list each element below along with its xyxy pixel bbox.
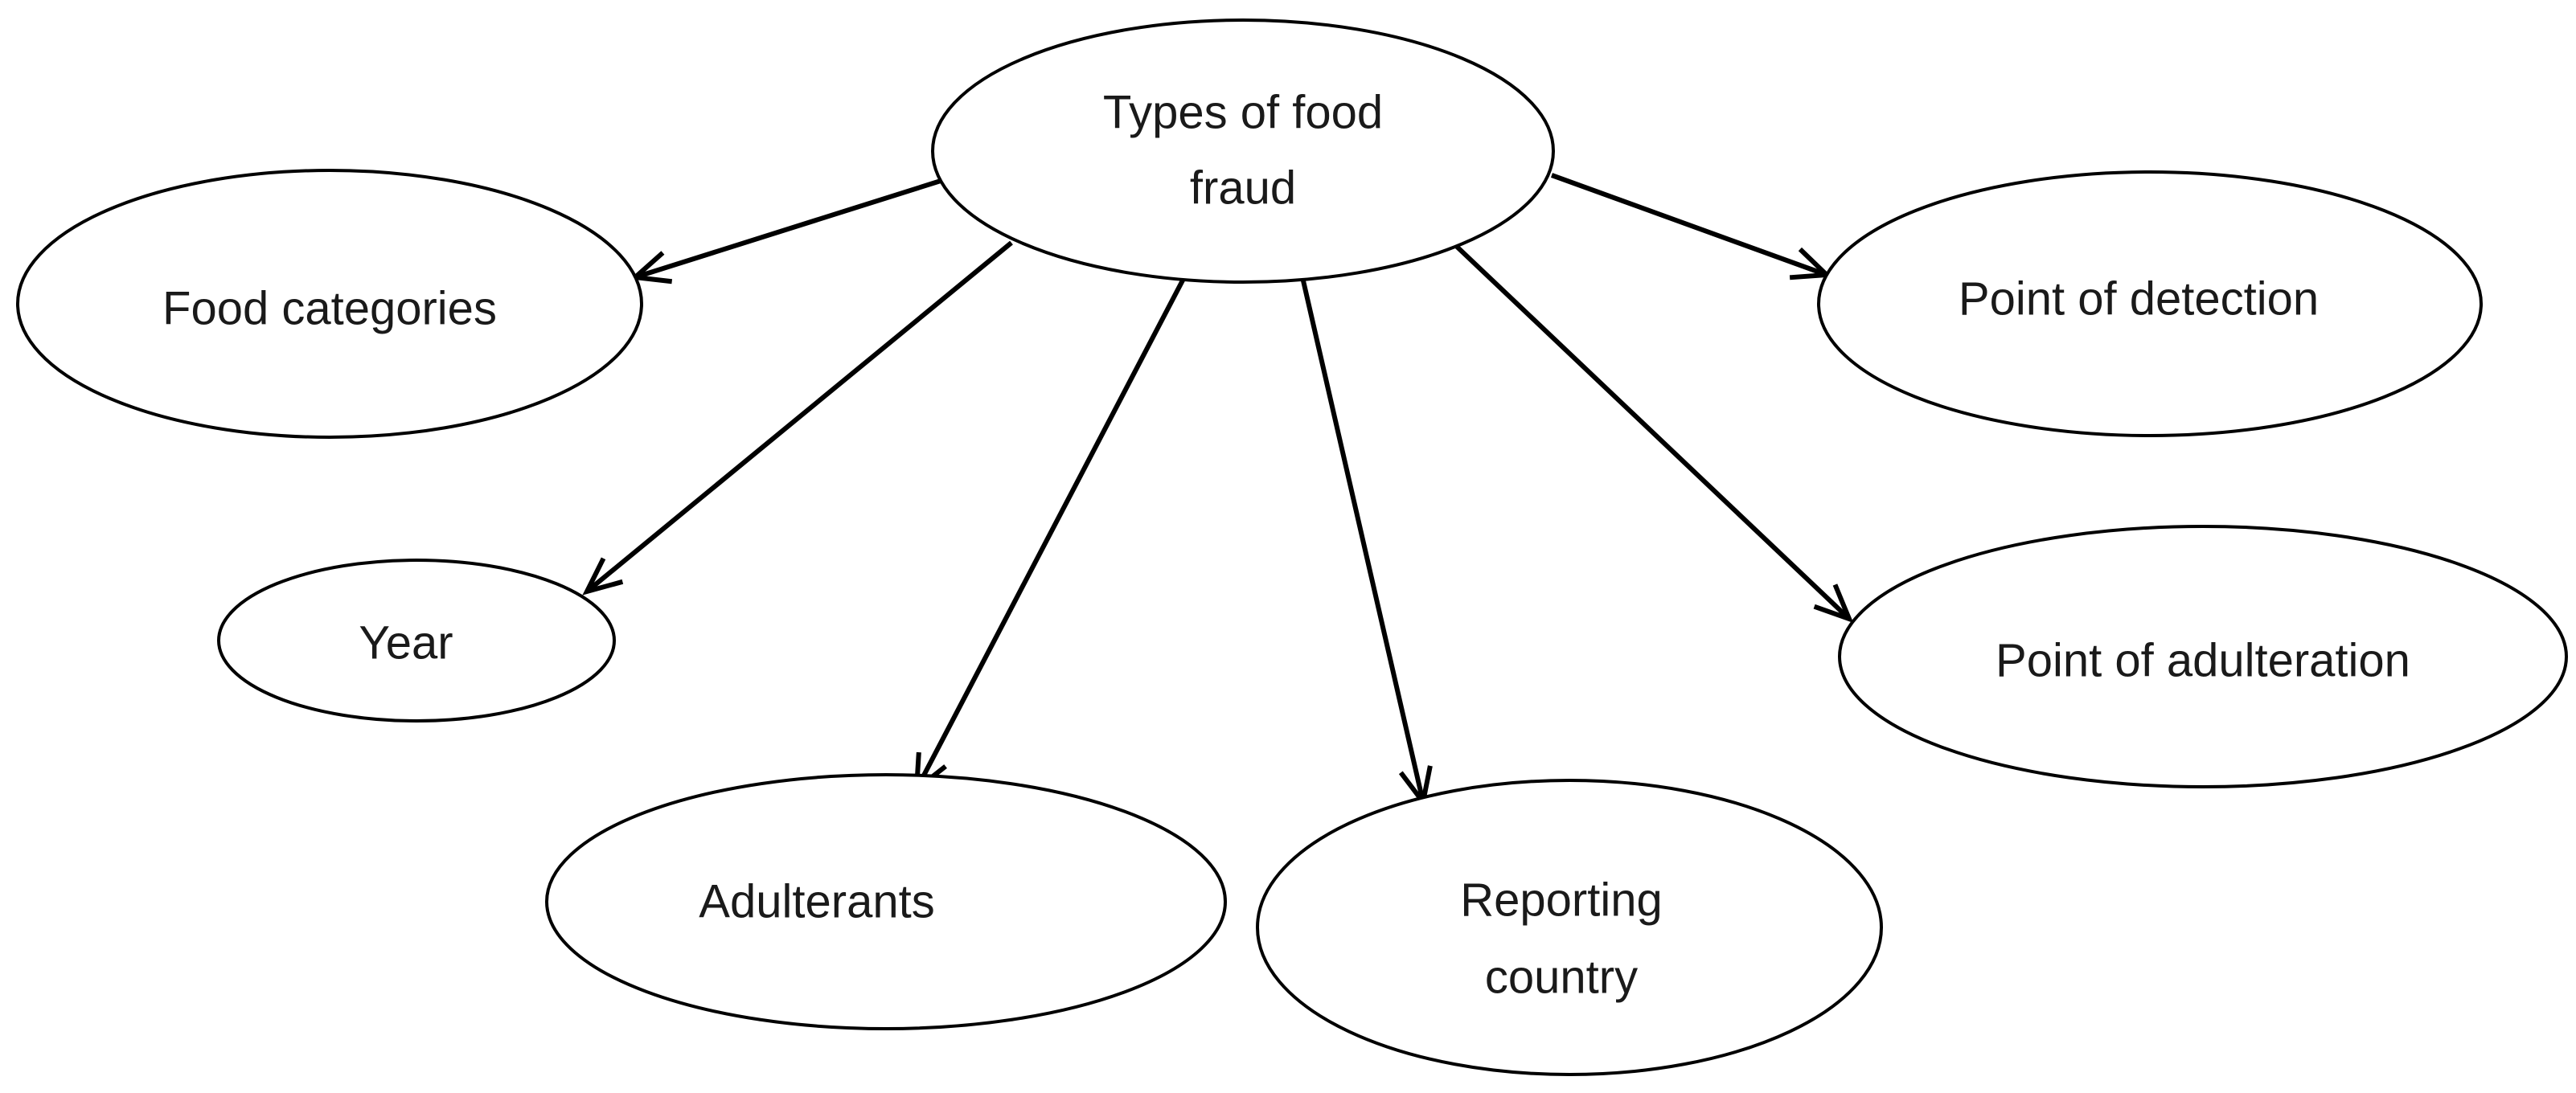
edge-to-point-of-adulteration-arrowhead — [1813, 583, 1854, 624]
node-adulterants: Adulterants — [545, 773, 1227, 1030]
reporting-country-label-line1: Reporting — [1460, 874, 1662, 927]
point-of-adulteration-label: Point of adulteration — [1996, 635, 2410, 687]
edge-to-year — [585, 240, 1013, 594]
year-label: Year — [359, 617, 453, 669]
center-label-line1: Types of food — [1103, 87, 1383, 139]
year-ellipse — [217, 559, 616, 723]
node-year: Year — [217, 559, 616, 723]
center-label-line2: fraud — [1190, 162, 1296, 215]
edges — [585, 173, 1852, 803]
node-point-of-adulteration: Point of adulteration — [1838, 525, 2568, 788]
edge-to-reporting-country — [1300, 276, 1425, 803]
food-categories-ellipse — [16, 169, 643, 439]
adulterants-label: Adulterants — [699, 876, 934, 928]
edge-to-point-of-detection — [1550, 173, 1828, 277]
center-ellipse — [931, 18, 1555, 284]
arrowheads — [582, 247, 1854, 808]
reporting-country-ellipse — [1256, 779, 1883, 1076]
node-point-of-detection: Point of detection — [1817, 170, 2483, 437]
node-reporting-country: Reporting country — [1256, 779, 1883, 1076]
reporting-country-label-line2: country — [1485, 952, 1638, 1004]
node-types-of-food-fraud: Types of food fraud — [931, 18, 1555, 284]
edge-to-point-of-adulteration — [1453, 243, 1852, 621]
point-of-adulteration-ellipse — [1838, 525, 2568, 788]
point-of-detection-ellipse — [1817, 170, 2483, 437]
point-of-detection-label: Point of detection — [1959, 273, 2319, 325]
adulterants-ellipse — [545, 773, 1227, 1030]
food-categories-label: Food categories — [162, 283, 497, 335]
node-food-categories: Food categories — [16, 169, 643, 439]
edge-to-food-categories — [634, 178, 941, 280]
edge-to-adulterants — [914, 276, 1187, 791]
edge-to-year-arrowhead — [582, 557, 624, 596]
